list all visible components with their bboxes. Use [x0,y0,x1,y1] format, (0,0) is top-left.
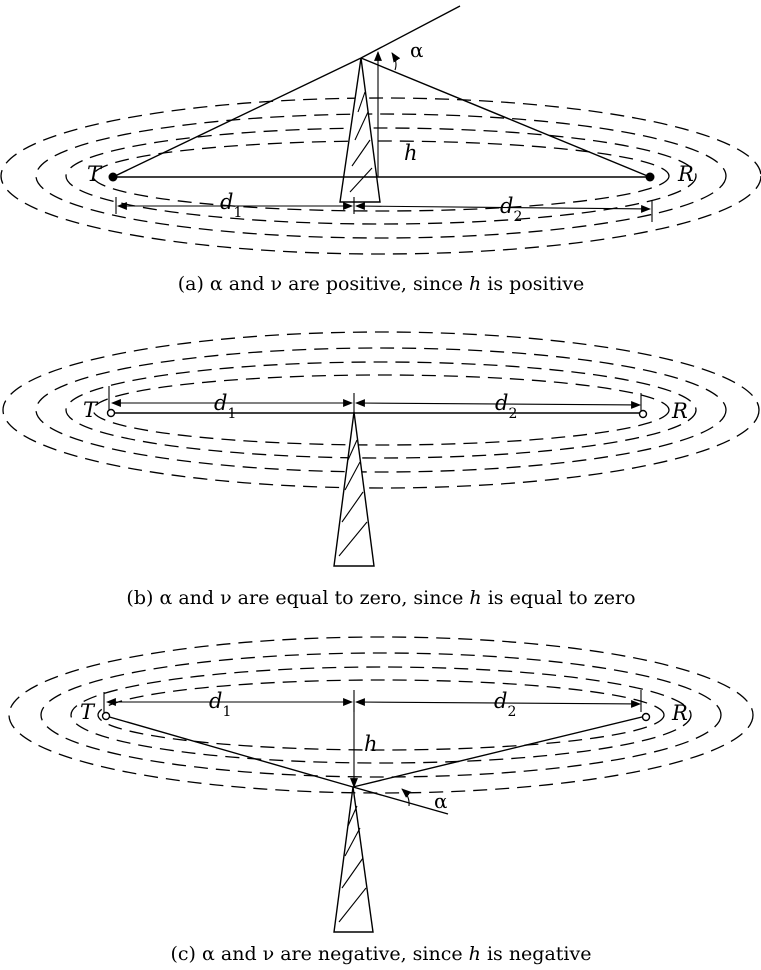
caption-c: (c) α and ν are negative, since h is neg… [171,943,592,965]
panel-b: T R d1 d2 (b) α and ν are equal to zero,… [2,331,760,609]
d2-arrow-a [355,202,651,213]
d2-label-c: d2 [494,689,516,720]
d1-label-a: d1 [220,190,242,221]
transmitter-label-c: T [80,700,96,724]
d2-arrow-c [355,698,641,708]
knife-edge-obstacle-a [339,57,381,203]
receiver-point-c [641,712,651,722]
transmitter-point-b [106,408,116,418]
angle-label-c: α [434,789,448,813]
caption-a: (a) α and ν are positive, since h is pos… [178,273,585,295]
angle-label-a: α [410,38,424,62]
d1-label-c: d1 [209,689,231,720]
d2-arrow-b [355,399,641,409]
receiver-point-a [645,172,655,182]
receiver-label-a: R [677,162,694,186]
receiver-label-b: R [671,399,688,423]
angle-arc-c [401,788,412,807]
receiver-label-c: R [671,701,688,725]
transmitter-label-a: T [87,162,103,186]
path-edge-r-c [352,715,647,788]
transmitter-point-c [101,711,111,721]
panel-c: T R h α d1 d2 (c) α and ν are negative, … [8,636,754,965]
transmitter-label-b: T [83,398,99,422]
caption-b: (b) α and ν are equal to zero, since h i… [126,587,635,609]
extended-ray-a [360,5,461,59]
angle-arc-a [391,52,401,71]
path-edge-r-a [360,57,651,178]
height-label-a: h [404,141,418,165]
fresnel-zones-c [8,636,754,794]
height-label-c: h [364,732,378,756]
knife-edge-obstacle-b [333,411,375,567]
path-t-edge-c [105,715,354,788]
d2-label-a: d2 [500,194,522,225]
receiver-point-b [638,409,648,419]
knife-edge-obstacle-c [333,786,374,933]
path-t-edge-a [112,57,362,178]
panel-a: T R h α d1 d2 (a) α and ν are positive, … [0,5,761,295]
extended-ray-c [352,786,449,815]
d2-label-b: d2 [495,391,517,422]
transmitter-point-a [108,172,118,182]
fresnel-zones-b [2,331,760,489]
d1-label-b: d1 [214,391,236,422]
